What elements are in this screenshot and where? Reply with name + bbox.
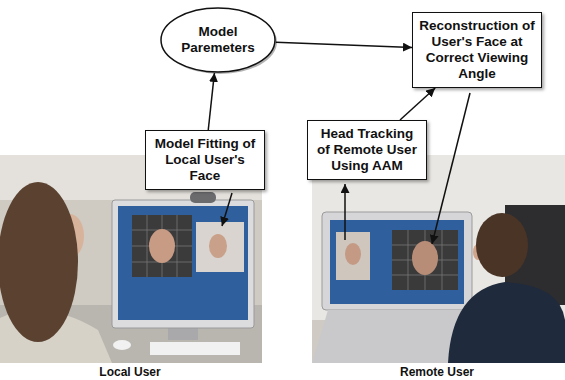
mouse (113, 340, 131, 350)
model-grid (132, 215, 192, 277)
shirt (448, 282, 565, 363)
keyboard (150, 342, 240, 355)
wall (312, 155, 565, 363)
model-window (132, 215, 192, 277)
hair (0, 182, 78, 342)
remote-user-photo (312, 155, 565, 363)
leader-line (344, 184, 346, 240)
node-text: Head Tracking of Remote User Using AAM (314, 126, 420, 174)
video-window (336, 232, 370, 280)
photo-caption: Local User (99, 365, 160, 379)
monitor-screen (118, 206, 248, 320)
flow-arrow (400, 88, 435, 120)
reconstruction-window (392, 230, 458, 290)
video-face (209, 234, 227, 258)
node-text: Model Fitting of Local User's Face (152, 136, 258, 184)
laptop-screen (330, 220, 464, 304)
model-face (149, 229, 175, 263)
flow-arrow (208, 73, 214, 130)
ellipse-shape (161, 8, 275, 72)
process-box: Model Fitting of Local User's Face (145, 130, 265, 190)
process-box: Reconstruction of User's Face at Correct… (412, 12, 542, 88)
head (476, 213, 528, 277)
node-text: Reconstruction of User's Face at Correct… (419, 18, 535, 82)
camera (190, 192, 216, 203)
reconstructed-face (412, 241, 438, 275)
reconstruction-grid (392, 230, 458, 290)
video-window (196, 222, 244, 272)
process-box: Head Tracking of Remote User Using AAM (307, 120, 427, 180)
flow-arrow (276, 42, 412, 47)
parameter-ellipse: Model Paremeters (160, 7, 276, 73)
leader-line (222, 193, 232, 226)
video-face (345, 243, 361, 265)
photo-caption: Remote User (400, 365, 474, 379)
monitor-frame (112, 200, 254, 328)
leader-line (432, 93, 470, 244)
node-text: Model Paremeters (174, 24, 262, 56)
